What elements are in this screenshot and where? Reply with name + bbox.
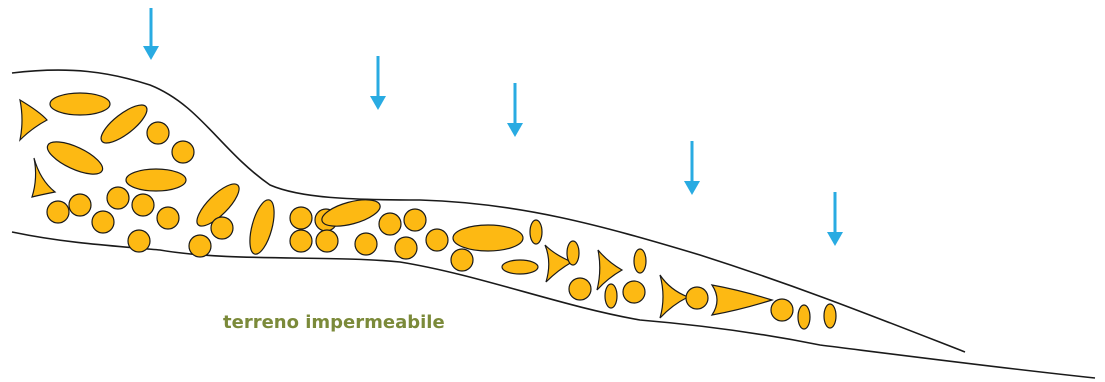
gravel-grain <box>172 141 194 163</box>
gravel-grain <box>567 241 579 265</box>
gravel-grain <box>290 230 312 252</box>
gravel-grain <box>404 209 426 231</box>
gravel-grain <box>453 225 523 251</box>
gravel-grain <box>569 278 591 300</box>
impermeable-soil-label: terreno impermeabile <box>223 312 445 333</box>
gravel-grain <box>634 249 646 273</box>
gravel-grain <box>395 237 417 259</box>
gravel-grain <box>47 201 69 223</box>
gravel-grain <box>128 230 150 252</box>
gravel-grain <box>502 260 538 274</box>
gravel-grain <box>426 229 448 251</box>
gravel-grain <box>189 235 211 257</box>
gravel-grain <box>530 220 542 244</box>
gravel-grain <box>157 207 179 229</box>
rain-arrow-icon <box>507 83 523 137</box>
gravel-grain <box>92 211 114 233</box>
gravel-grain <box>355 233 377 255</box>
gravel-grain <box>771 299 793 321</box>
gravel-grain <box>686 287 708 309</box>
gravel-grain <box>69 194 91 216</box>
gravel-grain <box>824 304 836 328</box>
rain-arrow-icon <box>143 8 159 60</box>
rain-arrow-icon <box>827 192 843 246</box>
gravel-grain <box>132 194 154 216</box>
gravel-grain <box>50 93 110 115</box>
gravel-grain <box>107 187 129 209</box>
gravel-grain <box>290 207 312 229</box>
gravel-grain <box>316 230 338 252</box>
gravel-grain <box>147 122 169 144</box>
gravel-grain <box>798 305 810 329</box>
gravel-grain <box>126 169 186 191</box>
rain-arrow-icon <box>370 56 386 110</box>
gravel-grain <box>451 249 473 271</box>
gravel-grain <box>623 281 645 303</box>
gravel-grain <box>379 213 401 235</box>
rain-arrow-icon <box>684 141 700 195</box>
gravel-grain <box>211 217 233 239</box>
aquifer-body <box>12 70 965 352</box>
gravel-grain <box>605 284 617 308</box>
